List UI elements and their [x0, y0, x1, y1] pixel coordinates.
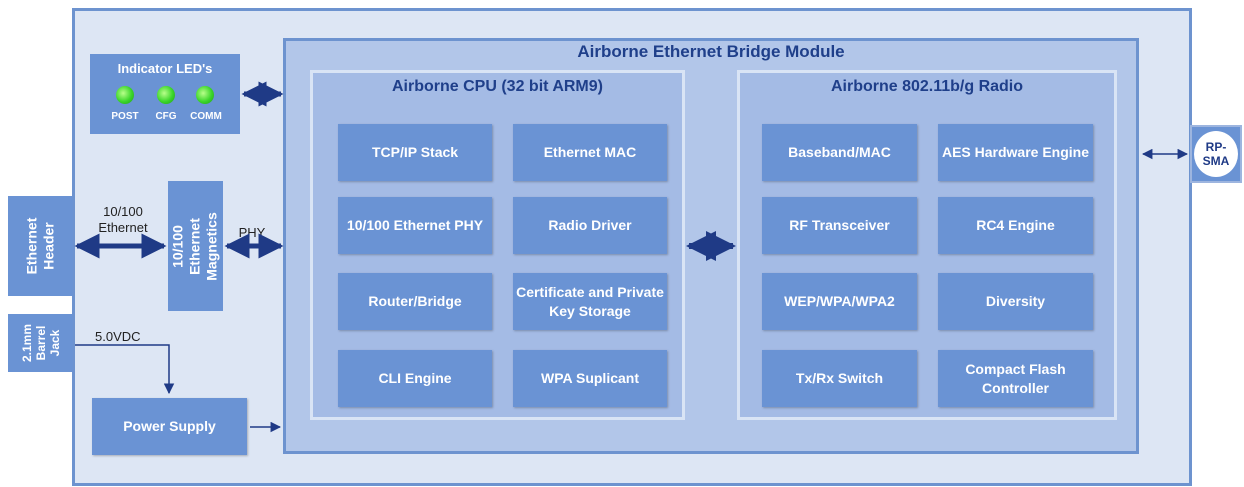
- vdc-label: 5.0VDC: [95, 329, 141, 344]
- cpu-block-cli-engine: CLI Engine: [338, 350, 492, 407]
- radio-block-wep-wpa: WEP/WPA/WPA2: [762, 273, 917, 330]
- rp-sma-connector: RP-SMA: [1190, 125, 1242, 183]
- cpu-block-radio-driver: Radio Driver: [513, 197, 667, 254]
- cpu-title: Airborne CPU (32 bit ARM9): [392, 78, 603, 95]
- cpu-block-wpa-supplicant: WPA Suplicant: [513, 350, 667, 407]
- module-title: Airborne Ethernet Bridge Module: [577, 42, 845, 61]
- cpu-block-ethernet-mac: Ethernet MAC: [513, 124, 667, 181]
- ethernet-header: Ethernet Header: [8, 196, 73, 296]
- led-cfg-icon: [157, 86, 175, 104]
- radio-block-rc4-engine: RC4 Engine: [938, 197, 1093, 254]
- ethernet-link-label: 10/100 Ethernet: [98, 204, 148, 235]
- indicator-leds-title: Indicator LED's: [117, 61, 213, 76]
- barrel-jack: 2.1mm Barrel Jack: [8, 314, 73, 372]
- led-comm-label: COMM: [190, 111, 222, 122]
- radio-title: Airborne 802.11b/g Radio: [830, 78, 1024, 95]
- radio-block-compact-flash: Compact Flash Controller: [938, 350, 1093, 407]
- cpu-block-certificate-storage: Certificate and Private Key Storage: [513, 273, 667, 330]
- ethernet-magnetics: 10/100 Ethernet Magnetics: [168, 181, 223, 311]
- radio-block-aes-engine: AES Hardware Engine: [938, 124, 1093, 181]
- led-post-icon: [116, 86, 134, 104]
- radio-block-baseband-mac: Baseband/MAC: [762, 124, 917, 181]
- indicator-leds-panel: Indicator LED's POST CFG COMM: [90, 54, 240, 134]
- led-post-label: POST: [111, 111, 139, 122]
- power-supply: Power Supply: [92, 398, 247, 455]
- led-comm-icon: [196, 86, 214, 104]
- rp-sma-label: RP-SMA: [1194, 131, 1238, 177]
- cpu-block-tcpip: TCP/IP Stack: [338, 124, 492, 181]
- cpu-block-router-bridge: Router/Bridge: [338, 273, 492, 330]
- radio-block-diversity: Diversity: [938, 273, 1093, 330]
- radio-block-txrx-switch: Tx/Rx Switch: [762, 350, 917, 407]
- jack-power-arrow: [75, 344, 175, 395]
- cpu-block-ethernet-phy: 10/100 Ethernet PHY: [338, 197, 492, 254]
- radio-block-rf-transceiver: RF Transceiver: [762, 197, 917, 254]
- led-cfg-label: CFG: [155, 111, 177, 122]
